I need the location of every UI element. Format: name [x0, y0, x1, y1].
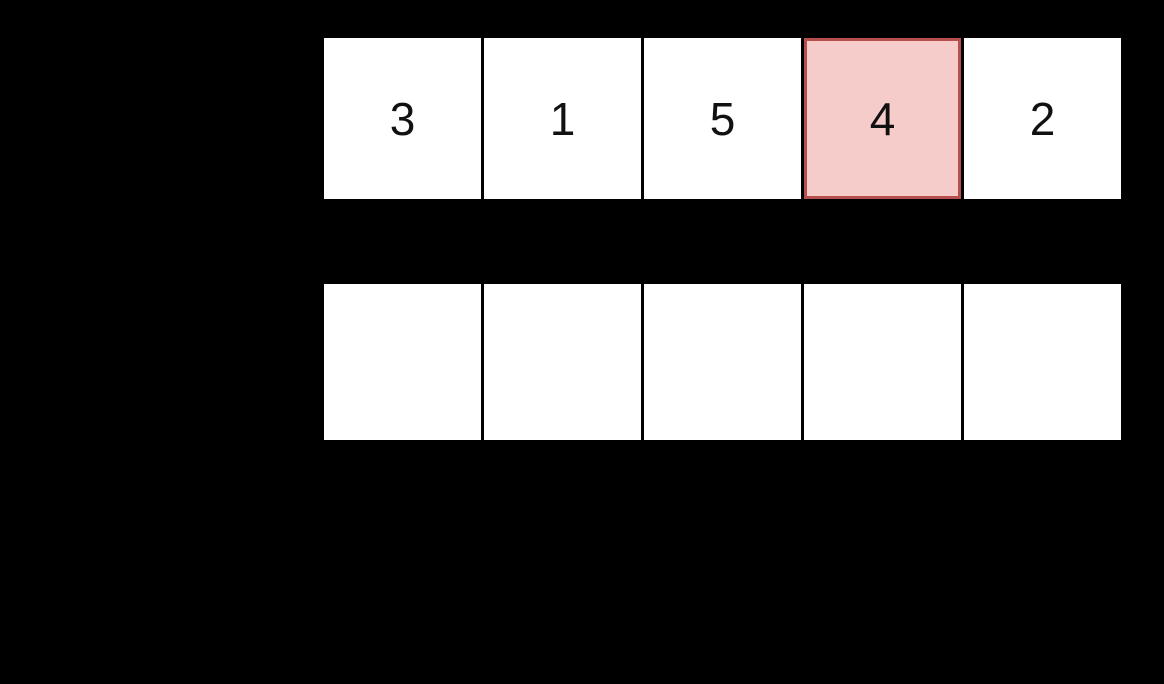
array-cell-empty[interactable] — [324, 284, 481, 440]
array-row-output — [324, 284, 1121, 440]
array-cell[interactable]: 3 — [324, 38, 481, 199]
array-cell[interactable]: 1 — [484, 38, 641, 199]
array-row-input: 3 1 5 4 2 — [324, 38, 1121, 199]
array-cell[interactable]: 5 — [644, 38, 801, 199]
array-cell-empty[interactable] — [484, 284, 641, 440]
array-cell-empty[interactable] — [964, 284, 1121, 440]
array-cell-empty[interactable] — [804, 284, 961, 440]
array-cell-highlighted[interactable]: 4 — [804, 38, 961, 199]
array-cell-empty[interactable] — [644, 284, 801, 440]
array-cell-value: 1 — [549, 92, 576, 145]
array-cell-value: 4 — [869, 92, 896, 145]
array-cell[interactable]: 2 — [964, 38, 1121, 199]
array-cell-value: 5 — [709, 92, 736, 145]
array-cell-value: 2 — [1029, 92, 1056, 145]
array-cell-value: 3 — [389, 92, 416, 145]
